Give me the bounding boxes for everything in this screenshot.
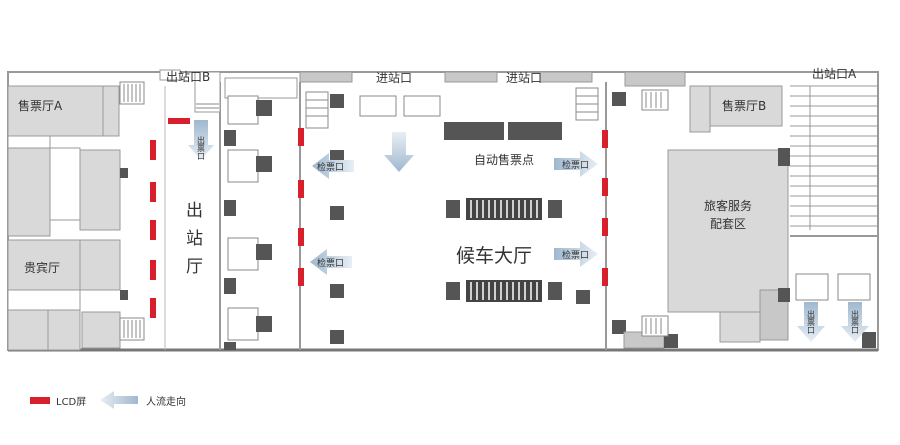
seating-row-upper bbox=[446, 198, 562, 220]
map-labels: 出站口B 出站口A 进站口 进站口 售票厅A 售票厅B 贵宾厅 出 站 厅 候车… bbox=[18, 67, 857, 277]
exit-hall-label-1: 出 bbox=[186, 201, 203, 221]
ticket-check-1-label: 检票口 bbox=[317, 161, 344, 173]
ticket-hall-a-label: 售票厅A bbox=[18, 98, 63, 113]
legend-lcd-label: LCD屏 bbox=[56, 396, 86, 408]
seating-row-lower bbox=[446, 280, 562, 302]
exit-a-label: 出站口A bbox=[812, 67, 857, 81]
entrance-2-label: 进站口 bbox=[506, 71, 542, 85]
entrance-1-label: 进站口 bbox=[376, 71, 412, 85]
passenger-service-label-1: 旅客服务 bbox=[704, 198, 752, 213]
exit-hall-label-3: 厅 bbox=[186, 257, 203, 277]
right-wing bbox=[612, 71, 878, 349]
ticket-hall-b-label: 售票厅B bbox=[722, 98, 766, 113]
legend-flow-label: 人流走向 bbox=[146, 395, 186, 408]
waiting-hall bbox=[299, 71, 607, 350]
passenger-service-label-2: 配套区 bbox=[710, 217, 746, 231]
vip-hall-label: 贵宾厅 bbox=[24, 260, 60, 275]
waiting-hall-label: 候车大厅 bbox=[456, 245, 532, 267]
legend-flow-arrow bbox=[100, 391, 138, 409]
exit-b-label: 出站口B bbox=[166, 70, 210, 84]
middle-rooms bbox=[224, 77, 301, 350]
legend: LCD屏 人流走向 bbox=[30, 391, 186, 409]
legend-lcd-swatch bbox=[30, 397, 50, 404]
vertical-gate-labels: 出票口 出票口 出票口 bbox=[197, 135, 860, 334]
ticket-check-4-label: 检票口 bbox=[562, 249, 589, 261]
ticket-check-3-label: 检票口 bbox=[562, 159, 589, 171]
exit-hall-label-2: 站 bbox=[186, 229, 203, 249]
ticket-check-2-label: 检票口 bbox=[317, 257, 344, 269]
exit-gate-3-label: 出票口 bbox=[851, 309, 860, 334]
exit-hall bbox=[159, 69, 221, 350]
flow-arrows bbox=[188, 120, 869, 342]
exit-gate-2-label: 出票口 bbox=[807, 309, 816, 334]
lcd-screens bbox=[150, 118, 608, 318]
self-service-label: 自动售票点 bbox=[474, 152, 534, 167]
left-wing bbox=[7, 81, 145, 351]
exit-gate-1-label: 出票口 bbox=[197, 135, 206, 160]
